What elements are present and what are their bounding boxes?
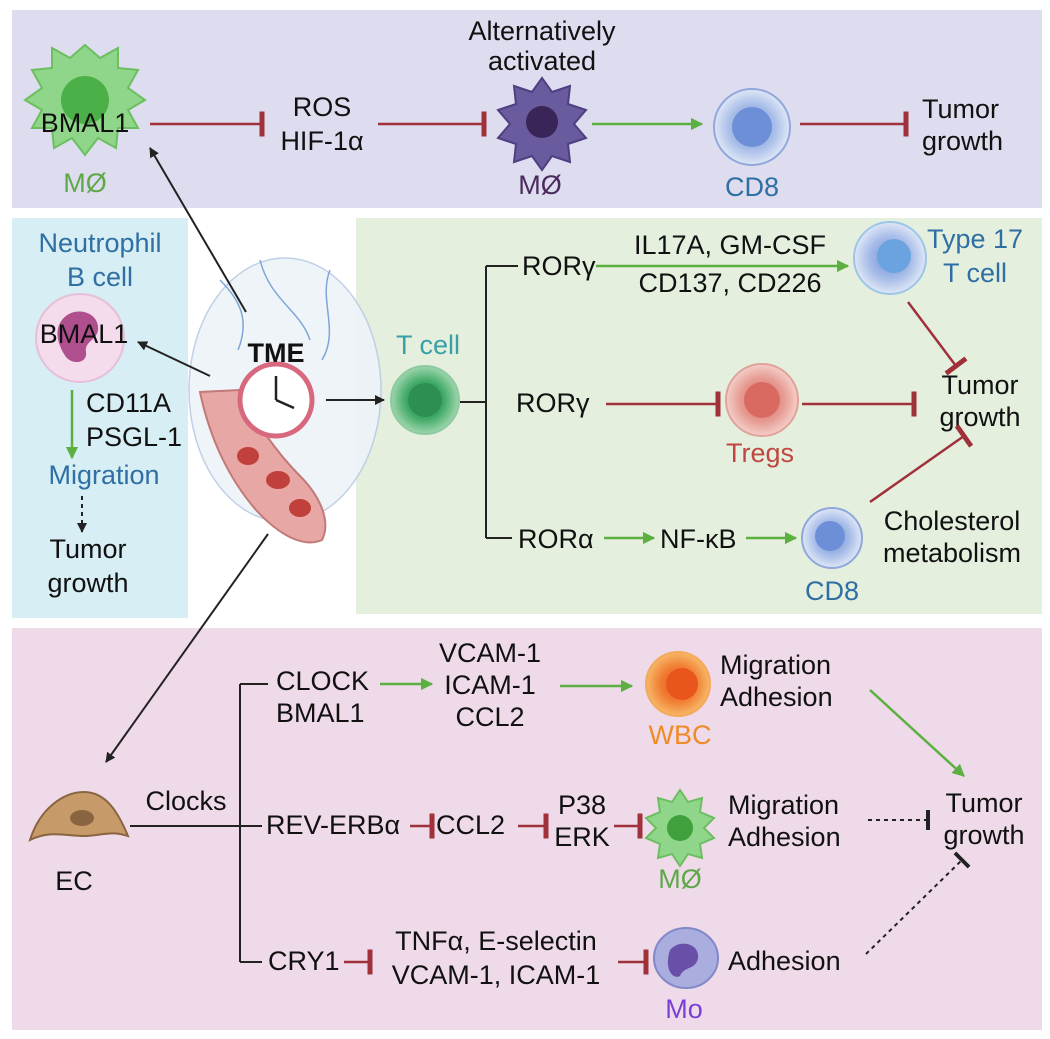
type17-line2: T cell <box>943 258 1007 288</box>
alt-activated-line2: activated <box>488 46 596 76</box>
chol-line1: Cholesterol <box>884 506 1021 536</box>
ec-label: EC <box>55 866 93 896</box>
vcam1-label: VCAM-1 <box>439 638 541 668</box>
wbc-adhesion-label: Adhesion <box>720 682 833 712</box>
left-bmal1-label: BMAL1 <box>40 319 129 349</box>
vcam-icam-label: VCAM-1, ICAM-1 <box>392 960 601 990</box>
tcell-icon <box>390 365 460 435</box>
cd8-caption-right: CD8 <box>805 576 859 606</box>
psgl1-label: PSGL-1 <box>86 422 182 452</box>
migration-label-left: Migration <box>48 460 159 490</box>
clocks-label: Clocks <box>145 786 226 816</box>
p38-label: P38 <box>558 790 606 820</box>
inhibit-type17-tumor <box>907 301 968 376</box>
bcell-label: B cell <box>67 262 133 292</box>
tumor-bottom-line2: growth <box>943 820 1024 850</box>
tumor-right-line1: Tumor <box>941 370 1018 400</box>
hif-label: HIF-1α <box>280 126 363 156</box>
monocyte-caption: Mo <box>665 994 703 1024</box>
ccl2b-label: CCL2 <box>436 810 505 840</box>
monocyte-icon <box>653 927 719 989</box>
erk-label: ERK <box>554 822 610 852</box>
cd8-caption-top: CD8 <box>725 172 779 202</box>
type17-cell-icon <box>853 221 927 295</box>
tnfa-label: TNFα, E-selectin <box>395 926 597 956</box>
dotted-inhibit-adhesion-tumor <box>865 851 971 955</box>
mo-migration-label: Migration <box>728 790 839 820</box>
ccl2a-label: CCL2 <box>455 702 524 732</box>
panel-left <box>12 218 188 618</box>
arrow-tme-macrophage <box>149 147 247 313</box>
cd11a-label: CD11A <box>86 388 171 418</box>
neutrophil-icon <box>35 293 125 383</box>
rorg2-label: RORγ <box>516 388 590 418</box>
alt-macrophage-caption: MØ <box>518 170 562 200</box>
mo-adhesion-label: Adhesion <box>728 822 841 852</box>
cd137-label: CD137, CD226 <box>638 268 821 298</box>
bottom-macrophage-caption: MØ <box>658 864 702 894</box>
bmal1-bottom-label: BMAL1 <box>276 698 365 728</box>
cry1-label: CRY1 <box>268 946 340 976</box>
tumor-top-line2: growth <box>922 126 1003 156</box>
neutrophil-label: Neutrophil <box>38 228 161 258</box>
ros-label: ROS <box>293 92 352 122</box>
reverb-label: REV-ERBα <box>266 810 400 840</box>
alt-activated-line1: Alternatively <box>468 16 616 46</box>
wbc-cell-icon <box>645 651 711 717</box>
bottom-macrophage-icon <box>644 788 716 868</box>
panel-right <box>356 218 1042 614</box>
cd8-cell-right-icon <box>801 507 863 569</box>
macrophage-icon <box>23 43 147 157</box>
icam1-label: ICAM-1 <box>444 670 536 700</box>
tme-icon <box>188 257 382 544</box>
cd8-cell-icon <box>713 88 791 166</box>
type17-line1: Type 17 <box>927 224 1023 254</box>
tumor-top-line1: Tumor <box>922 94 999 124</box>
nfkb-label: NF-κB <box>660 524 737 554</box>
tregs-cell-icon <box>725 363 799 437</box>
wbc-label: WBC <box>649 720 712 750</box>
alt-macrophage-icon <box>496 76 588 172</box>
tcell-label: T cell <box>396 330 460 360</box>
arrow-tme-neutrophil <box>137 341 211 377</box>
macrophage-caption: MØ <box>63 168 107 198</box>
tumor-left-line2: growth <box>47 568 128 598</box>
rora-label: RORα <box>518 524 594 554</box>
tumor-bottom-line1: Tumor <box>945 788 1022 818</box>
ec-icon <box>28 790 130 842</box>
il17-label: IL17A, GM-CSF <box>634 230 826 260</box>
chol-line2: metabolism <box>883 538 1021 568</box>
tumor-right-line2: growth <box>939 402 1020 432</box>
panel-bottom <box>12 628 1042 1030</box>
arrow-tme-ec <box>105 533 269 763</box>
wbc-migration-label: Migration <box>720 650 831 680</box>
macrophage-bmal1-label: BMAL1 <box>41 108 130 138</box>
adhesion-bottom-label: Adhesion <box>728 946 841 976</box>
tme-label: TME <box>248 338 305 368</box>
rorg1-label: RORγ <box>522 251 596 281</box>
tumor-left-line1: Tumor <box>49 534 126 564</box>
tregs-label: Tregs <box>726 438 794 468</box>
inhibit-cd8-tumor-right <box>869 424 974 504</box>
clock-label: CLOCK <box>276 666 369 696</box>
activate-wbc-tumor <box>869 689 965 777</box>
